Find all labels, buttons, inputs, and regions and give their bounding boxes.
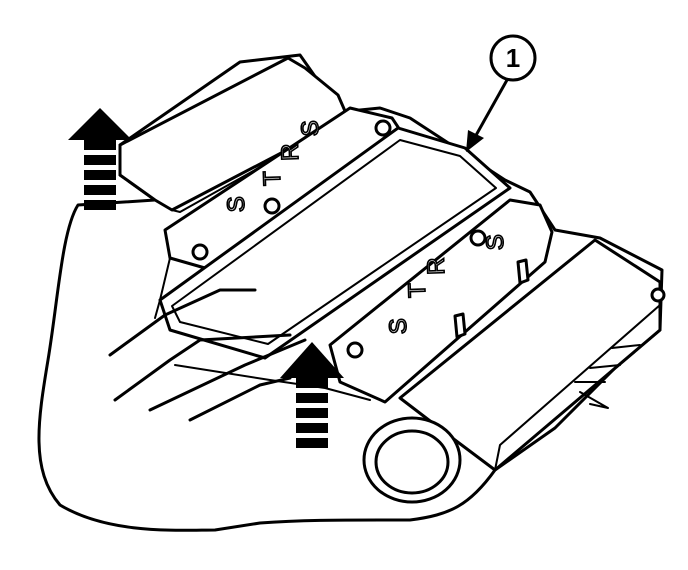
callout-1: 1 — [466, 34, 537, 152]
rib-line-4 — [188, 376, 292, 422]
lift-arrow-rear-bar-4 — [84, 185, 116, 195]
front-plate-ribs — [574, 344, 641, 409]
emboss-left-0: S — [297, 120, 325, 137]
lift-arrow-rear-head — [68, 108, 132, 140]
front-plate-edge — [494, 304, 661, 471]
lift-arrow-rear-bar-3 — [84, 170, 116, 180]
emboss-right-0: S — [482, 234, 510, 251]
emboss-left-1: R — [277, 143, 305, 161]
clip-tab-2 — [453, 312, 467, 339]
emboss-left-group: S R T S — [222, 119, 325, 214]
lift-arrow-front-bar-1 — [296, 378, 328, 388]
lift-arrow-front-head — [280, 342, 344, 378]
center-panel-inner — [171, 139, 497, 345]
mount-hole-6 — [650, 287, 666, 303]
oil-filler-inner — [374, 429, 450, 495]
mount-hole-5 — [469, 229, 487, 247]
callout-circle — [489, 34, 537, 82]
center-raised-panel — [158, 126, 512, 360]
mount-hole-4 — [346, 341, 364, 359]
right-emboss-panel — [328, 198, 554, 404]
emboss-right-2: T — [404, 282, 432, 298]
lift-arrow-rear-bar-2 — [84, 155, 116, 165]
mount-hole-2 — [263, 197, 281, 215]
callout-arrowhead — [466, 130, 484, 152]
rib-line-3 — [148, 338, 307, 412]
emboss-right-group: S R T S — [384, 233, 510, 336]
lift-arrow-front-bar-5 — [296, 438, 328, 448]
emboss-right-1: R — [423, 257, 451, 275]
lift-arrow-rear-bar-1 — [84, 140, 116, 150]
mount-hole-3 — [374, 119, 392, 137]
emboss-left-3: S — [223, 196, 251, 213]
lift-arrow-rear-bar-5 — [84, 200, 116, 210]
lift-arrow-front-bar-3 — [296, 408, 328, 418]
lift-arrow-rear — [68, 108, 132, 210]
clip-tab-1 — [516, 258, 530, 285]
emboss-right-3: S — [385, 318, 413, 335]
lift-arrow-front-bar-2 — [296, 393, 328, 403]
mount-hole-1 — [191, 243, 209, 261]
rib-line-1 — [108, 288, 257, 357]
lift-arrow-front-bar-4 — [296, 423, 328, 433]
lift-arrow-front — [280, 342, 344, 448]
emboss-left-2: T — [259, 170, 287, 186]
callout-number: 1 — [506, 43, 520, 73]
rib-line-2 — [113, 333, 292, 402]
